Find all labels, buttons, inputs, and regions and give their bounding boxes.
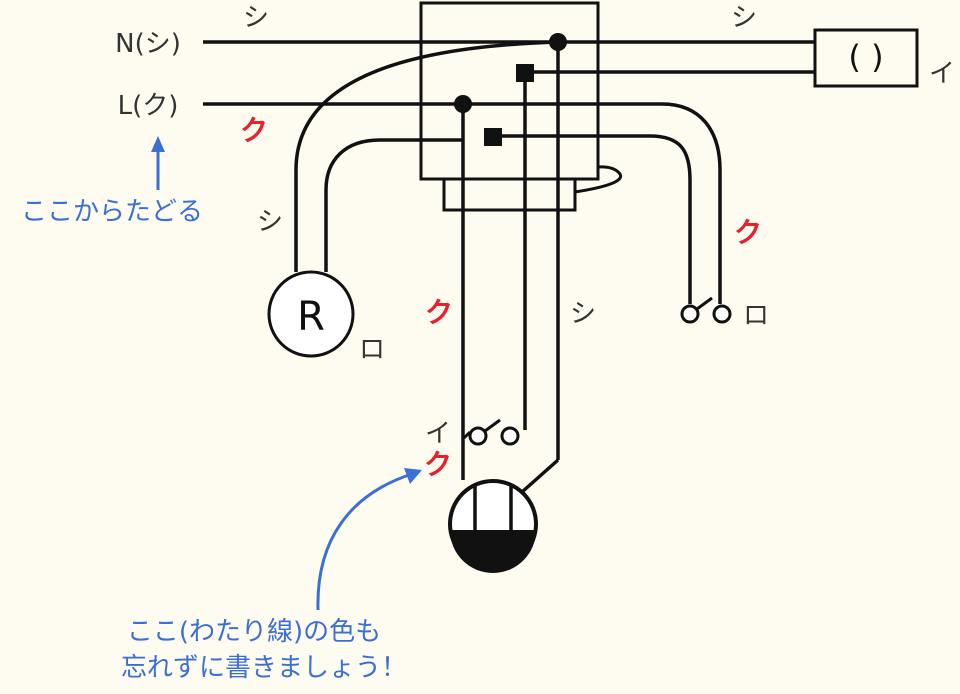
start-arrow-head xyxy=(151,136,165,152)
wire-label-outlet-branch: シ xyxy=(257,207,283,237)
receptacle-box-label: ( ) xyxy=(848,38,883,76)
wire-label-switch-ro: ク xyxy=(734,216,762,249)
l-to-right-switch-wire xyxy=(463,102,722,304)
start-here-note: ここからたどる xyxy=(21,197,203,227)
receptacle-r-symbol: R xyxy=(297,294,325,340)
jumper-note-line1: ここ(わたり線)の色も xyxy=(127,617,381,647)
right-switch-lever xyxy=(696,296,713,311)
n-junction-dot xyxy=(549,33,567,51)
wire-label-lamp: シ xyxy=(570,299,596,329)
wire-label-switch-i: ク xyxy=(425,296,453,329)
jumper-note-arrow-head xyxy=(404,468,422,484)
junction-box xyxy=(419,1,600,181)
lamp-n-diagonal xyxy=(520,458,560,494)
wire-label-n-right: シ xyxy=(731,3,757,33)
junction-box-lower-plate xyxy=(442,177,577,212)
jumper-loop xyxy=(574,165,623,194)
receptacle-r-marker: ロ xyxy=(359,335,385,365)
l-junction-dot xyxy=(454,95,472,113)
right-switch-contact-left xyxy=(680,304,700,324)
receptacle-r-circle xyxy=(267,270,355,358)
lower-switch-lever xyxy=(462,430,472,440)
wire-label-jumper: ク xyxy=(424,448,452,481)
lower-switch-contact-left xyxy=(468,426,488,446)
connector-square-top xyxy=(516,64,534,82)
lower-switch-marker: イ xyxy=(425,419,451,449)
lower-switch-contact-right xyxy=(500,426,520,446)
lamp-fill xyxy=(450,530,536,573)
right-switch-marker: ロ xyxy=(743,301,769,331)
connector-square-bottom xyxy=(484,128,502,146)
wire-label-l-left: ク xyxy=(240,114,268,147)
jumper-note-line2: 忘れずに書きましょう！ xyxy=(121,653,407,683)
l-to-receptacle-wire xyxy=(324,138,463,272)
wire-label-n-left: シ xyxy=(243,3,269,33)
l-terminal-label: L(ク) xyxy=(118,91,179,121)
lower-switch-lever-2 xyxy=(484,418,501,433)
receptacle-box xyxy=(813,28,919,88)
n-to-receptacle-wire xyxy=(294,40,559,272)
receptacle-box-marker: イ xyxy=(929,59,955,89)
jumper-to-right-switch-wire xyxy=(493,134,692,304)
jumper-note-arrow xyxy=(316,472,413,611)
n-terminal-label: N(シ) xyxy=(115,29,181,59)
right-switch-contact-right xyxy=(712,304,732,324)
